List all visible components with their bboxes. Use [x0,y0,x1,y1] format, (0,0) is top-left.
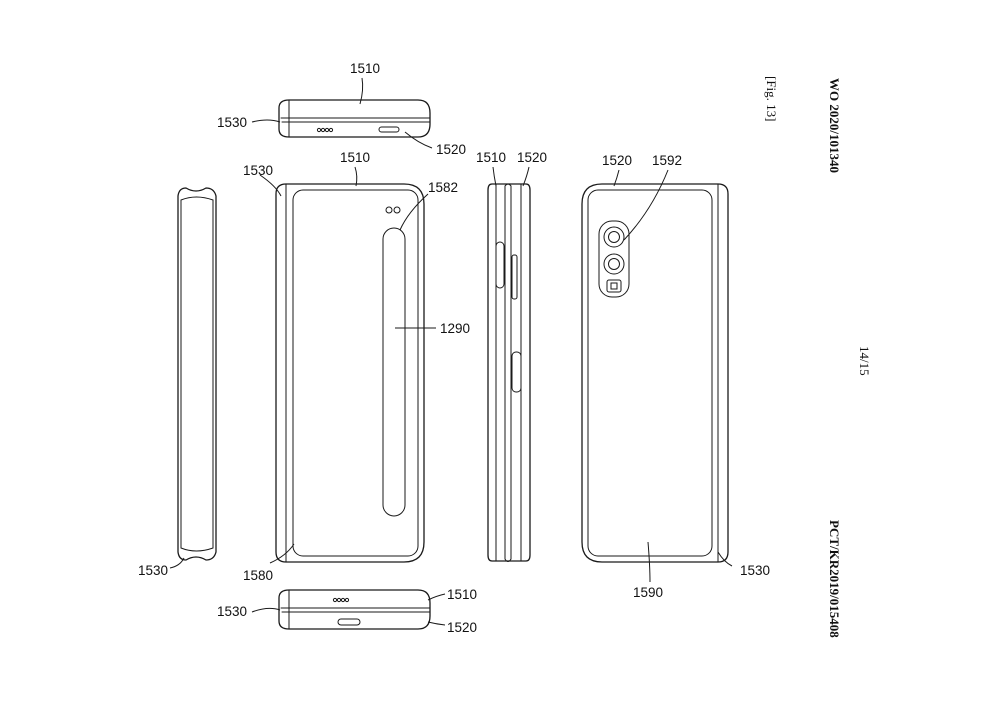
power-button [511,351,522,393]
elongated-element-1290 [382,227,406,517]
front-view: 1510 1530 1582 1290 1580 [243,150,470,583]
usb-port [378,126,400,133]
ref-1530-top: 1530 [217,115,247,130]
ref-1520-top: 1520 [436,142,466,157]
rear-cover [587,189,713,557]
figure-label: [Fig. 13] [764,76,779,122]
side-key [511,254,518,300]
ref-1290: 1290 [440,321,470,336]
ref-1530-front: 1530 [243,163,273,178]
volume-button [495,241,505,289]
ref-1520-bottom: 1520 [447,620,477,635]
ref-1530-left: 1530 [138,563,168,578]
usb-port [337,618,361,626]
ref-1520-right: 1520 [517,150,547,165]
front-camera-icon [385,206,401,214]
ref-1580: 1580 [243,568,273,583]
left-side-view: 1530 [138,187,217,578]
ref-1590: 1590 [633,585,663,600]
publication-number: WO 2020/101340 [827,78,842,173]
cover-display [292,189,419,557]
camera-module [598,220,630,298]
top-view: 1510 1530 1520 [217,61,466,157]
ref-1510-right: 1510 [476,150,506,165]
ref-1530-back: 1530 [740,563,770,578]
camera-lens-icon [603,226,625,248]
ref-1592: 1592 [652,153,682,168]
back-view: 1520 1592 1590 1530 [581,153,770,600]
speaker-holes [332,597,350,603]
speaker-holes [316,127,334,133]
right-side-view: 1510 1520 [476,150,547,562]
flash-icon [606,279,622,293]
camera-lens-icon [603,253,625,275]
ref-1582: 1582 [428,180,458,195]
ref-1510-front: 1510 [340,150,370,165]
ref-1510-top: 1510 [350,61,380,76]
ref-1530-bottom: 1530 [217,604,247,619]
ref-1520-back: 1520 [602,153,632,168]
page-number: 14/15 [857,346,872,376]
bottom-view: 1530 1510 1520 [217,587,477,635]
ref-1510-bottom: 1510 [447,587,477,602]
application-number: PCT/KR2019/015408 [827,520,842,638]
